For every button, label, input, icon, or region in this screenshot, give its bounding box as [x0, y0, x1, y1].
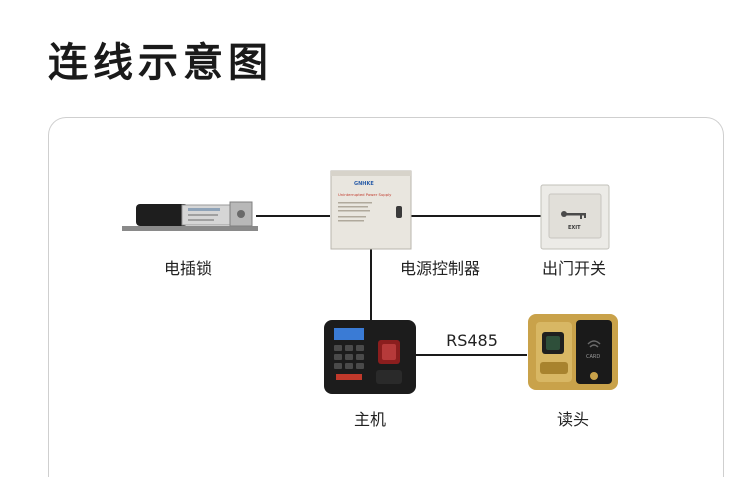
reader-card-text: CARD	[586, 354, 600, 360]
node-label-reader: 读头	[556, 410, 590, 429]
power-controller-image: GNHKE Uninterrupted Power Supply	[330, 170, 412, 250]
power-brand-text: GNHKE	[354, 181, 374, 187]
power-subtitle-text: Uninterrupted Power Supply	[338, 192, 392, 197]
page-title: 连线示意图	[48, 40, 273, 86]
node-label-exit: 出门开关	[541, 259, 607, 278]
node-label-power: 电源控制器	[399, 259, 481, 278]
host-controller-image	[324, 320, 416, 394]
edge-label-rs485: RS485	[446, 331, 498, 350]
exit-switch-text: EXIT	[568, 225, 581, 231]
card-reader-image: CARD	[528, 314, 618, 390]
exit-switch-image: EXIT	[540, 184, 610, 250]
electric-lock-image	[122, 201, 258, 231]
diagram-panel	[48, 117, 724, 477]
node-label-lock: 电插锁	[163, 259, 213, 278]
node-label-host: 主机	[353, 410, 387, 429]
